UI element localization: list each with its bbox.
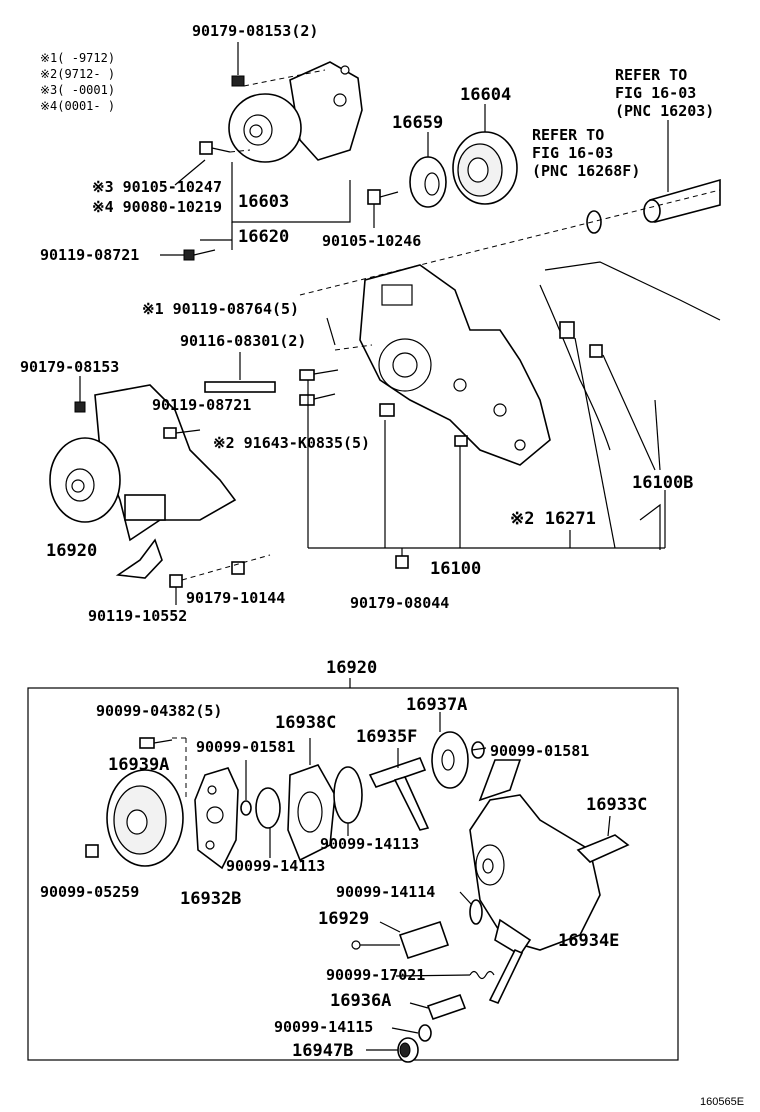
legend-line-1: ※1( -9712)	[40, 51, 115, 65]
label-s4-90080-10219: ※4 90080-10219	[92, 198, 222, 216]
o-ring-90099-14113-b	[333, 766, 363, 824]
label-90099-05259: 90099-05259	[40, 883, 139, 901]
engine-block-outline	[539, 261, 721, 550]
shaft-16935f	[368, 748, 430, 831]
label-90099-01581-a: 90099-01581	[196, 738, 295, 756]
legend: ※1( -9712) ※2(9712- ) ※3( -0001) ※4(0001…	[40, 51, 115, 113]
washer-16659	[409, 132, 447, 208]
o-ring-90099-14114	[469, 899, 483, 925]
label-s3-90105-10247: ※3 90105-10247	[92, 178, 222, 196]
label-16604: 16604	[460, 85, 511, 105]
legend-line-4: ※4(0001- )	[40, 99, 115, 113]
sensor-16929	[351, 920, 450, 960]
label-16935f: 16935F	[356, 727, 417, 747]
label-16947b: 16947B	[292, 1041, 353, 1061]
refer2-line1: REFER TO	[532, 126, 604, 144]
label-90179-08153: 90179-08153	[20, 358, 119, 376]
gasket-16938c	[287, 738, 336, 862]
label-16603: 16603	[238, 192, 289, 212]
bolt-90105-10247	[199, 141, 251, 155]
refer2-line2: FIG 16-03	[532, 144, 613, 162]
label-90179-10144: 90179-10144	[186, 589, 285, 607]
label-90099-14115: 90099-14115	[274, 1018, 373, 1036]
assembly-title-16920: 16920	[326, 658, 377, 678]
label-16933c: 16933C	[586, 795, 647, 815]
o-ring-90099-14113-a	[255, 787, 281, 829]
label-90119-08721-a: 90119-08721	[40, 246, 139, 264]
dowel-16100	[454, 435, 468, 447]
label-90116-08301: 90116-08301(2)	[180, 332, 306, 350]
pulley-16604	[452, 104, 518, 205]
bolt-90119-08764	[326, 317, 373, 351]
refer-note-16268f: REFER TO FIG 16-03 (PNC 16268F)	[532, 126, 640, 180]
nut-90179-08153-2	[231, 42, 326, 87]
idler-pulley-16603	[228, 61, 363, 163]
bracket-16933c	[576, 815, 630, 863]
assembly-frame	[27, 687, 679, 1061]
label-16932b: 16932B	[180, 889, 241, 909]
label-90099-14114: 90099-14114	[336, 883, 435, 901]
o-ring-90099-01581-a	[240, 800, 252, 816]
water-pump-16920	[49, 384, 237, 579]
figure-id: 160565E	[700, 1096, 744, 1108]
label-16939a: 16939A	[108, 755, 169, 775]
label-16934e: 16934E	[558, 931, 619, 951]
pulley-16939a	[106, 769, 184, 867]
bolt-90099-04382	[139, 737, 155, 749]
valve-16936a	[426, 948, 524, 1021]
spring-90099-17021	[469, 970, 495, 980]
o-ring-90099-14115	[418, 1024, 432, 1042]
refer1-line2: FIG 16-03	[615, 84, 696, 102]
label-90099-14113-b: 90099-14113	[226, 857, 325, 875]
legend-line-2: ※2(9712- )	[40, 67, 115, 81]
refer1-line1: REFER TO	[615, 66, 687, 84]
bolt-90119-08721-mid	[163, 427, 201, 439]
legend-line-3: ※3( -0001)	[40, 83, 115, 97]
label-16659: 16659	[392, 113, 443, 133]
label-16929: 16929	[318, 909, 369, 929]
nut-90179-08044-top	[379, 403, 395, 417]
label-16920-top: 16920	[46, 541, 97, 561]
label-16620: 16620	[238, 227, 289, 247]
label-90179-08153-2: 90179-08153(2)	[192, 22, 318, 40]
refer2-line3: (PNC 16268F)	[532, 162, 640, 180]
water-pump-housing	[359, 264, 551, 466]
cap-16947b	[397, 1037, 419, 1063]
label-16936a: 16936A	[330, 991, 391, 1011]
bolt-90119-08721-top	[160, 249, 216, 261]
label-s1-90119-08764: ※1 90119-08764(5)	[142, 300, 299, 318]
nut-90179-08153	[74, 401, 86, 413]
label-90099-17021: 90099-17021	[326, 966, 425, 984]
o-ring-refer	[586, 210, 602, 234]
label-90105-10246: 90105-10246	[322, 232, 421, 250]
label-90099-04382: 90099-04382(5)	[96, 702, 222, 720]
label-90119-08721-b: 90119-08721	[152, 396, 251, 414]
bolt-90105-10246	[367, 189, 399, 228]
bolt-90119-10552	[169, 574, 183, 588]
plate-16932b	[194, 767, 239, 870]
label-90099-14113-a: 90099-14113	[320, 835, 419, 853]
label-s2-16271: ※2 16271	[510, 509, 596, 529]
disc-16937a	[431, 712, 469, 789]
label-90179-08044: 90179-08044	[350, 594, 449, 612]
water-pipe-ref	[643, 120, 721, 223]
nut-90099-05259	[85, 844, 99, 858]
label-16100: 16100	[430, 559, 481, 579]
label-90119-10552: 90119-10552	[88, 607, 187, 625]
label-16938c: 16938C	[275, 713, 336, 733]
label-16100b: 16100B	[632, 473, 693, 493]
label-90099-01581-b: 90099-01581	[490, 742, 589, 760]
label-s2-91643-k0835: ※2 91643-K0835(5)	[213, 434, 370, 452]
plug-16100b-a	[559, 321, 575, 339]
housing-16934e	[469, 759, 601, 957]
nut-90179-08044	[395, 555, 409, 569]
refer-note-16203: REFER TO FIG 16-03 (PNC 16203)	[615, 66, 714, 120]
plug-16100b-b	[589, 344, 603, 358]
label-16937a: 16937A	[406, 695, 467, 715]
refer1-line3: (PNC 16203)	[615, 102, 714, 120]
bolt-90116-08301	[204, 352, 339, 406]
